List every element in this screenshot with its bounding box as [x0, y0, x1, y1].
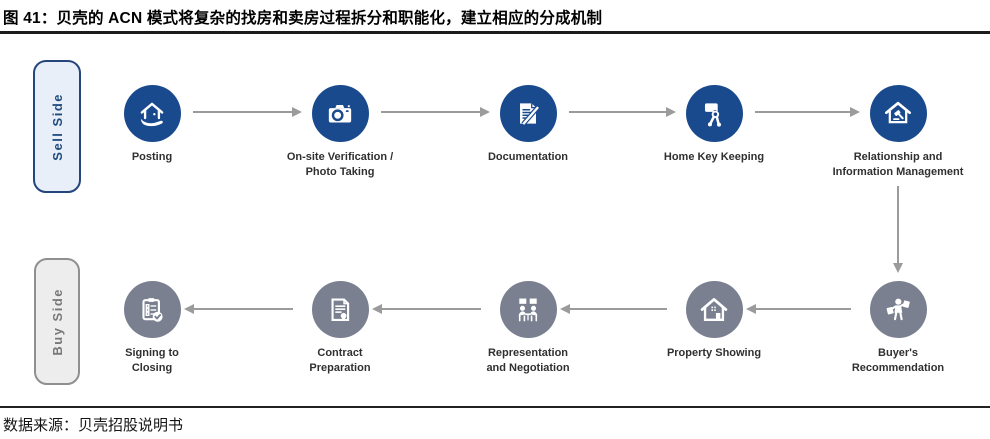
- sell-side-lane: Sell Side: [33, 60, 81, 193]
- flow-step-contract-preparation: Contract Preparation: [255, 281, 425, 377]
- camera-icon: [311, 85, 369, 142]
- flow-step-label: Buyer's Recommendation: [851, 347, 945, 375]
- arrow-right: [569, 107, 676, 117]
- flow-step-buyers-recommendation: Buyer's Recommendation: [813, 281, 983, 377]
- buy-side-lane: Buy Side: [34, 258, 80, 385]
- arrow-right: [381, 107, 490, 117]
- house-gavel-icon: [869, 85, 927, 142]
- arrow-left: [560, 304, 667, 314]
- flow-step-label: Representation and Negotiation: [486, 347, 570, 375]
- flow-step-label: Property Showing: [666, 347, 762, 359]
- flow-step-onsite-verification: On-site Verification / Photo Taking: [255, 85, 425, 181]
- negotiation-icon: [499, 281, 557, 338]
- buy-side-lane-label: Buy Side: [49, 287, 65, 356]
- house-icon: [685, 281, 743, 338]
- shopping-person-icon: [869, 281, 927, 338]
- flow-step-label: Signing to Closing: [125, 347, 179, 375]
- flow-step-label: Contract Preparation: [309, 347, 371, 375]
- flow-step-label: On-site Verification / Photo Taking: [286, 151, 394, 179]
- flow-step-posting: Posting: [67, 85, 237, 165]
- document-pen-icon: [499, 85, 557, 142]
- house-in-hand-icon: [123, 85, 181, 142]
- arrow-left: [184, 304, 293, 314]
- figure-title: 图 41：贝壳的 ACN 模式将复杂的找房和卖房过程拆分和职能化，建立相应的分成…: [3, 10, 603, 27]
- arrow-down: [893, 186, 903, 273]
- sell-side-lane-label: Sell Side: [49, 92, 65, 161]
- flow-step-representation-negotiation: Representation and Negotiation: [443, 281, 613, 377]
- title-divider: [0, 31, 990, 34]
- flow-step-label: Posting: [131, 151, 173, 163]
- flow-step-label: Relationship and Information Management: [832, 151, 964, 179]
- source-divider: [0, 406, 990, 408]
- flow-step-label: Documentation: [487, 151, 569, 163]
- flow-step-documentation: Documentation: [443, 85, 613, 165]
- flow-step-label: Home Key Keeping: [663, 151, 765, 163]
- clipboard-check-icon: [123, 281, 181, 338]
- keys-icon: [685, 85, 743, 142]
- arrow-left: [746, 304, 851, 314]
- arrow-right: [193, 107, 302, 117]
- arrow-right: [755, 107, 860, 117]
- figure-source: 数据来源：贝壳招股说明书: [3, 417, 184, 434]
- flow-step-property-showing: Property Showing: [629, 281, 799, 361]
- arrow-left: [372, 304, 481, 314]
- flow-step-relationship-management: Relationship and Information Management: [813, 85, 983, 181]
- flow-step-signing-to-closing: Signing to Closing: [67, 281, 237, 377]
- flow-step-home-key-keeping: Home Key Keeping: [629, 85, 799, 165]
- contract-seal-icon: [311, 281, 369, 338]
